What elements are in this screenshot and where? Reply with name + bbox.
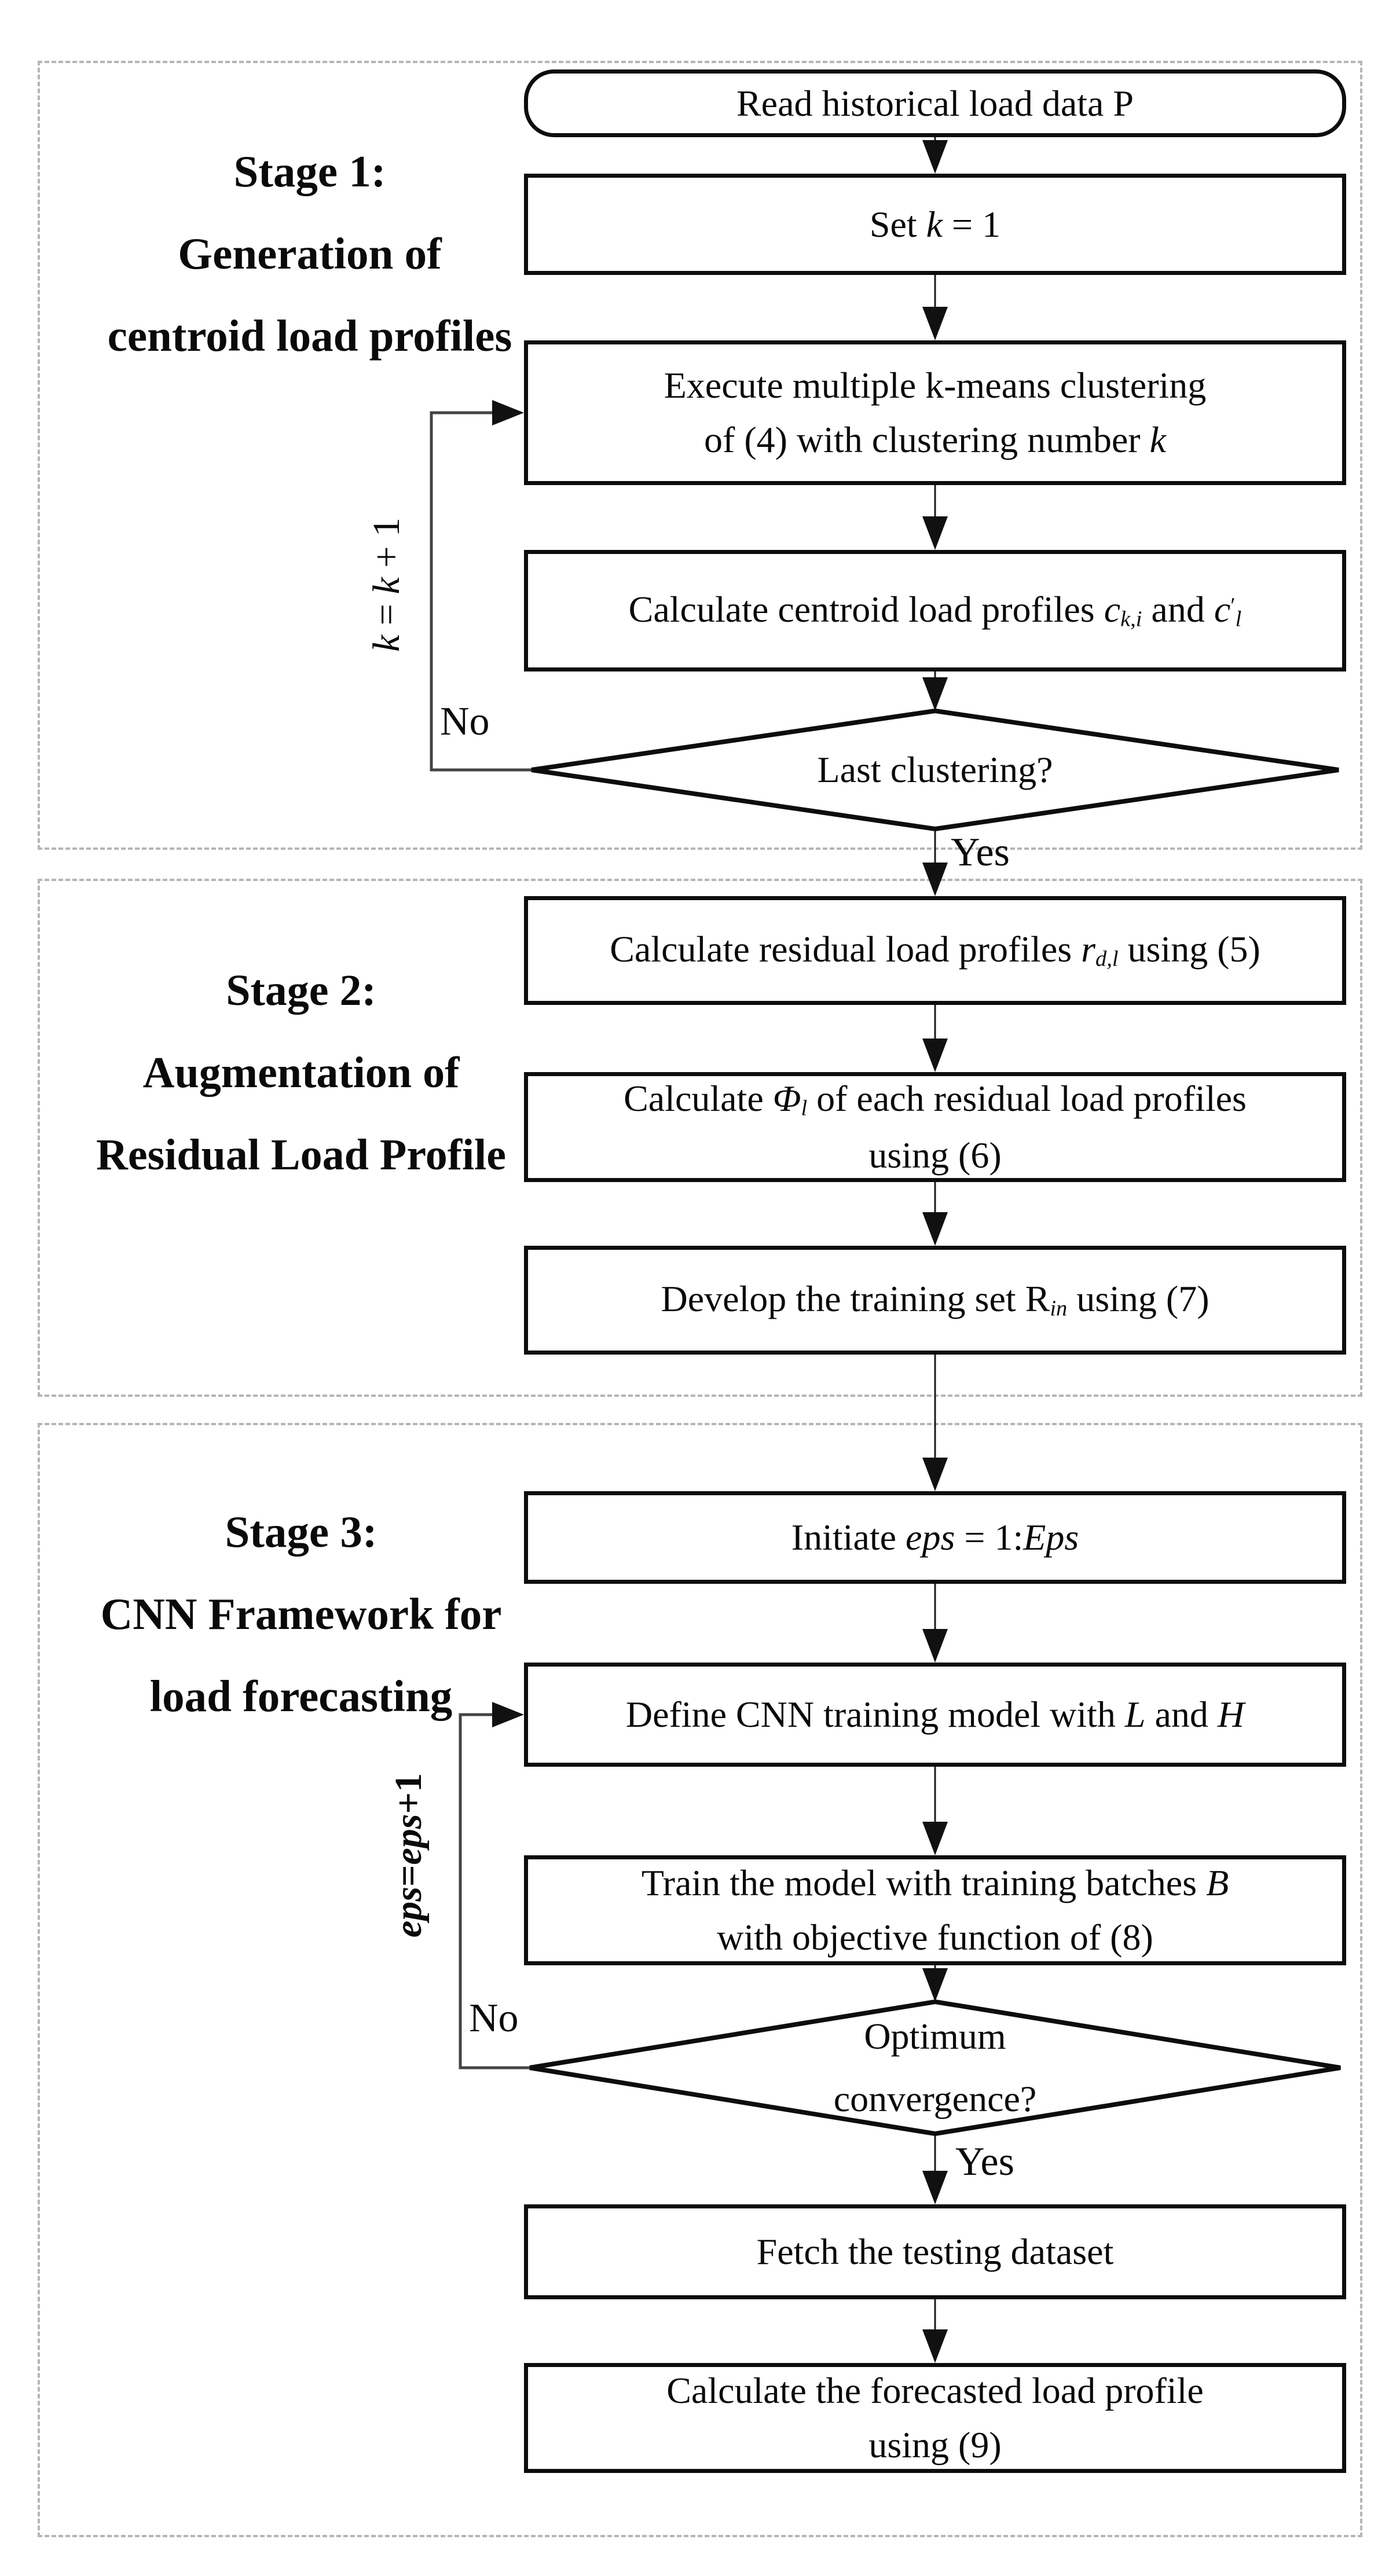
- node-label: Calculate residual load profiles rd,l us…: [610, 928, 1260, 971]
- node-label: Set k = 1: [869, 203, 1001, 245]
- node-label: convergence?: [833, 2078, 1037, 2119]
- loop-arrow-head: [492, 1702, 524, 1727]
- edge-label-no-1: No: [440, 699, 490, 744]
- node-label: using (9): [868, 2424, 1002, 2465]
- node-label: Develop the training set Rin using (7): [661, 1278, 1210, 1321]
- node-label: Execute multiple k-means clustering: [664, 365, 1207, 406]
- node-calc-centroid-profiles: Calculate centroid load profiles ck,i an…: [524, 550, 1346, 671]
- node-calc-residual-profiles: Calculate residual load profiles rd,l us…: [524, 896, 1346, 1005]
- node-label: Calculate the forecasted load profile: [666, 2370, 1204, 2411]
- edge-label-yes-1: Yes: [951, 830, 1010, 875]
- node-label: Initiate eps = 1:Eps: [791, 1517, 1079, 1558]
- loop-arrow-heads: [492, 400, 524, 1727]
- arrow-heads: [922, 140, 948, 2363]
- stage-2-label-line: Augmentation of: [142, 1048, 460, 1097]
- stage-2-container: [38, 879, 1362, 1397]
- node-label: Last clustering?: [817, 749, 1053, 790]
- decision-diamond-optimum-convergence: [529, 1999, 1341, 2137]
- loop-label-k-update: k = k + 1: [365, 517, 408, 652]
- loop-lines: [430, 411, 532, 2069]
- node-define-cnn-model: Define CNN training model with L and H: [524, 1663, 1346, 1767]
- loop-label-eps-update: eps=eps+1: [387, 1773, 430, 1938]
- stage-3-label-line: Stage 3:: [225, 1507, 378, 1557]
- arrow-head: [922, 2329, 948, 2363]
- node-set-k: Set k = 1: [524, 174, 1346, 275]
- stage-3-label-line: CNN Framework for: [100, 1589, 502, 1639]
- stage-1-label-line: Stage 1:: [233, 146, 386, 196]
- node-label: Read historical load data P: [736, 82, 1134, 124]
- stage-1-label-line: Generation of: [178, 229, 442, 278]
- arrow-head: [922, 516, 948, 550]
- stage-1-container: [38, 61, 1362, 850]
- stage-1-label: Stage 1: Generation of centroid load pro…: [49, 130, 570, 377]
- node-label: Train the model with training batches B: [641, 1862, 1229, 1903]
- arrow-head: [922, 1968, 948, 2002]
- stage-3-label: Stage 3: CNN Framework for load forecast…: [41, 1491, 562, 1737]
- arrow-head: [922, 140, 948, 174]
- stage-3-label-line: load forecasting: [149, 1671, 453, 1721]
- node-initiate-eps: Initiate eps = 1:Eps: [524, 1491, 1346, 1584]
- stage-2-label: Stage 2: Augmentation of Residual Load P…: [41, 949, 562, 1196]
- node-develop-training-set: Develop the training set Rin using (7): [524, 1246, 1346, 1355]
- arrow-head: [922, 307, 948, 340]
- node-label: Optimum: [864, 2016, 1006, 2057]
- arrow-head: [922, 863, 948, 896]
- stage-2-label-line: Stage 2:: [226, 966, 376, 1015]
- stage-3-container: [38, 1423, 1362, 2537]
- node-label: Define CNN training model with L and H: [625, 1694, 1245, 1735]
- node-label: Calculate Φl of each residual load profi…: [624, 1077, 1247, 1121]
- arrow-head: [922, 1629, 948, 1663]
- loop-line-k: [430, 411, 532, 772]
- decision-last-clustering-label: Last clustering?: [524, 718, 1346, 822]
- arrow-head: [922, 1039, 948, 1072]
- node-label: with objective function of (8): [717, 1917, 1153, 1958]
- arrow-head: [922, 677, 948, 711]
- edge-label-no-2: No: [469, 1996, 519, 2041]
- node-label: Calculate centroid load profiles ck,i an…: [628, 588, 1242, 632]
- arrow-head: [922, 2171, 948, 2204]
- node-execute-kmeans: Execute multiple k-means clustering of (…: [524, 340, 1346, 485]
- node-calc-forecasted-profile: Calculate the forecasted load profile us…: [524, 2363, 1346, 2473]
- node-read-historical-data: Read historical load data P: [524, 69, 1346, 137]
- node-label: of (4) with clustering number k: [704, 419, 1166, 460]
- loop-arrow-head: [492, 400, 524, 425]
- node-calc-phi: Calculate Φl of each residual load profi…: [524, 1072, 1346, 1182]
- stage-1-label-line: centroid load profiles: [107, 311, 512, 361]
- arrow-head: [922, 1822, 948, 1855]
- node-train-model: Train the model with training batches B …: [524, 1855, 1346, 1965]
- stage-2-label-line: Residual Load Profile: [96, 1131, 506, 1179]
- arrow-head: [922, 1458, 948, 1491]
- loop-line-eps: [459, 1713, 530, 2069]
- decision-optimum-convergence-label: Optimum convergence?: [524, 2004, 1346, 2131]
- node-label: using (6): [868, 1135, 1002, 1176]
- node-fetch-testing-dataset: Fetch the testing dataset: [524, 2204, 1346, 2299]
- arrow-head: [922, 1212, 948, 1246]
- node-label: Fetch the testing dataset: [756, 2231, 1114, 2272]
- edge-label-yes-2: Yes: [955, 2140, 1014, 2184]
- decision-diamond-last-clustering: [531, 708, 1339, 832]
